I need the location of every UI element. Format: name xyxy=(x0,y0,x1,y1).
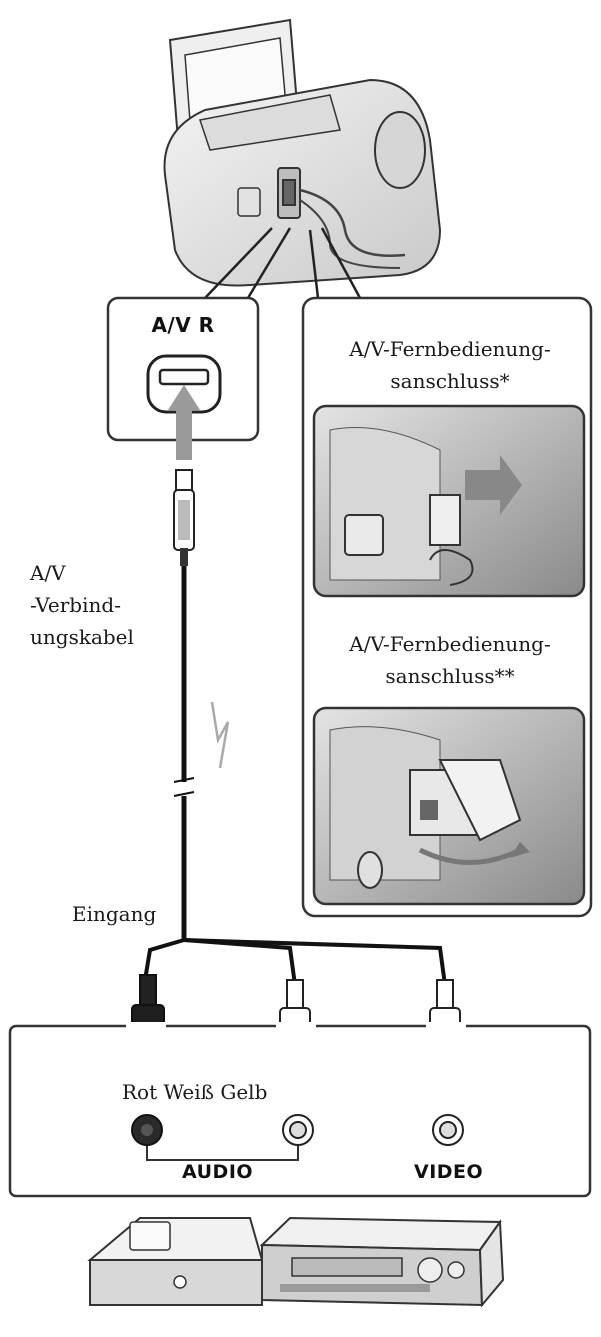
vcr-recorder-illustration xyxy=(259,1216,505,1308)
dvd-writer-illustration xyxy=(87,1217,264,1306)
input-label: Eingang xyxy=(72,902,157,926)
audio-jack-red xyxy=(131,1114,163,1146)
callout-lines xyxy=(204,227,362,299)
av-cable xyxy=(143,469,447,986)
signal-direction-icon xyxy=(210,701,230,769)
audio-label: AUDIO xyxy=(182,1161,254,1183)
remote-port-label-1: A/V-Fernbedienung- sanschluss* xyxy=(349,337,551,393)
remote-port-panel xyxy=(301,296,593,918)
video-jack-yellow xyxy=(432,1114,464,1146)
av-cable-label: A/V -Verbind- ungskabel xyxy=(30,561,134,649)
video-label: VIDEO xyxy=(414,1161,484,1183)
av-r-port-label: A/V R xyxy=(151,313,215,337)
photo-1 xyxy=(312,404,586,598)
audio-jack-white xyxy=(282,1114,314,1146)
photo-2 xyxy=(312,706,586,906)
camcorder-illustration xyxy=(163,18,442,287)
remote-port-label-2: A/V-Fernbedienung- sanschluss** xyxy=(349,632,551,688)
av-remote-port-box xyxy=(106,296,260,460)
input-panel xyxy=(8,1022,592,1198)
jack-colors-label: Rot Weiß Gelb xyxy=(122,1080,268,1104)
audio-bracket xyxy=(146,1146,299,1161)
